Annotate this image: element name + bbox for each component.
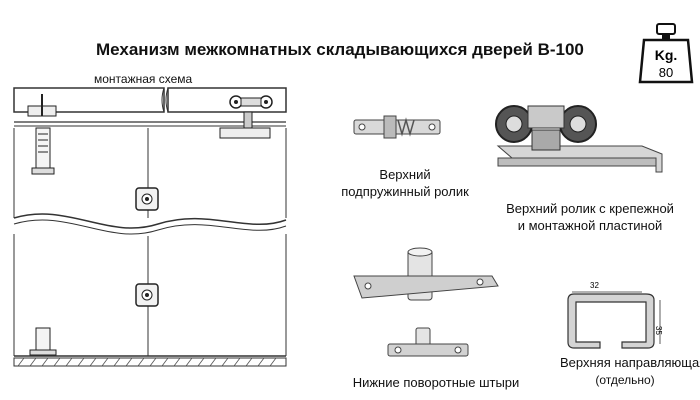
roller-plate-caption-line1: Верхний ролик с крепежной [506, 201, 674, 216]
scheme-spring-roller-icon [31, 127, 55, 175]
rail-roller-left-icon [229, 95, 273, 109]
spring-roller-caption-line2: подпружинный ролик [341, 184, 469, 199]
spring-roller-caption-line1: Верхний [379, 167, 431, 182]
weight-unit: Kg. [655, 47, 678, 63]
top-rail-caption: Верхняя направляющая [560, 355, 700, 370]
bottom-pivot-pins-icon [353, 247, 499, 357]
hinge-lower-icon [135, 283, 159, 307]
hinge-upper-icon [135, 187, 159, 211]
spring-roller-part-icon [353, 115, 441, 139]
rail-height-dimension: 35 [654, 326, 663, 335]
top-rail-profile-icon: 32 35 [567, 281, 663, 349]
spring-roller-caption: Верхний подпружинный ролик [330, 166, 480, 200]
weight-badge-icon: Kg. 80 [638, 23, 694, 84]
rail-width-dimension: 32 [590, 281, 599, 290]
roller-plate-caption: Верхний ролик с крепежной и монтажной пл… [490, 200, 690, 234]
scheme-label: монтажная схема [94, 72, 193, 86]
roller-plate-caption-line2: и монтажной пластиной [517, 218, 663, 233]
diagram-title: Механизм межкомнатных складывающихся две… [96, 40, 584, 59]
installation-scheme [13, 87, 287, 367]
scheme-bottom-pivot-icon [29, 327, 57, 356]
top-rail-note: (отдельно) [595, 373, 655, 387]
roller-with-plate-icon [495, 105, 663, 173]
weight-value: 80 [659, 65, 673, 80]
bottom-pins-caption: Нижние поворотные штыри [352, 375, 520, 390]
